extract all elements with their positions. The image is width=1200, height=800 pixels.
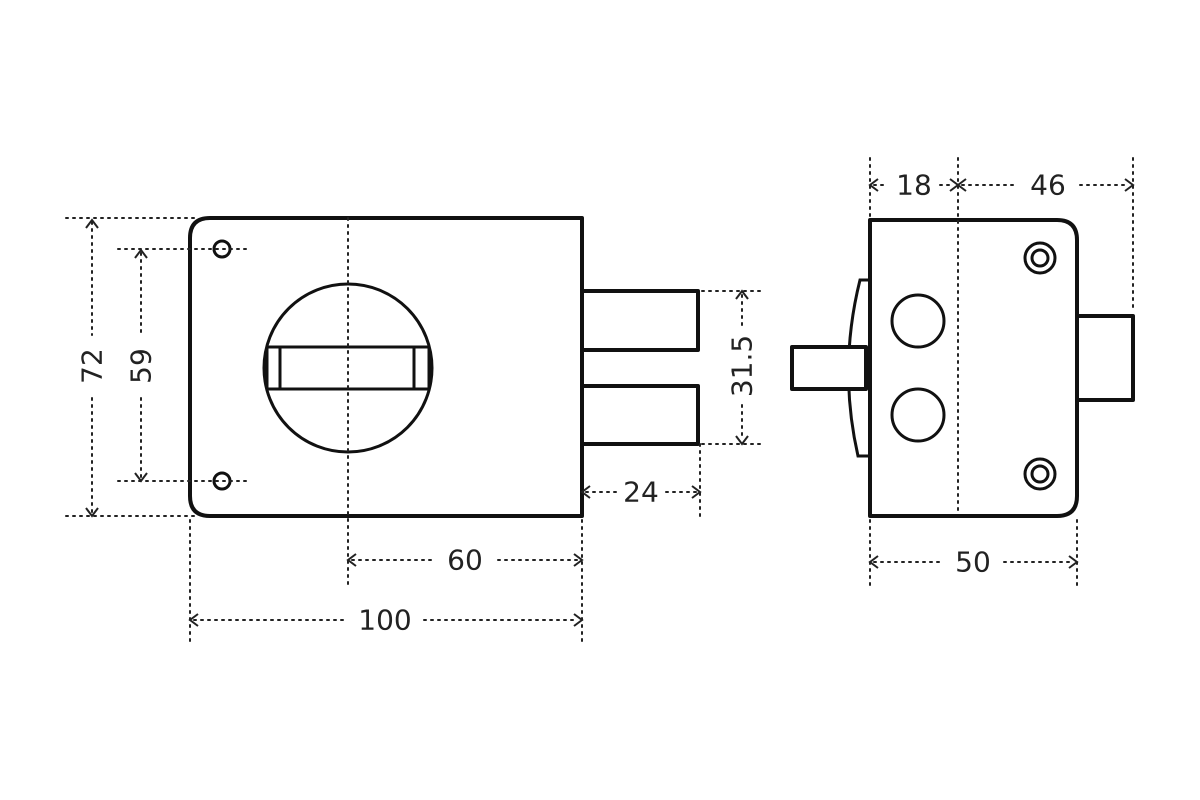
dim-arrow-100-right bbox=[573, 613, 584, 627]
side-cylinder-hole-lower bbox=[890, 387, 946, 443]
dim-arrow-60-right bbox=[573, 553, 584, 567]
bolt-lower bbox=[580, 384, 700, 446]
dim-arrow-59-top bbox=[134, 248, 148, 259]
lock-body-front bbox=[188, 216, 584, 518]
dim-label-72: 72 bbox=[76, 348, 109, 384]
side-screw-top-inner bbox=[1030, 248, 1050, 268]
dim-arrow-31-5-top bbox=[735, 289, 749, 300]
dim-arrow-18-left bbox=[868, 178, 879, 192]
dim-label-31-5: 31.5 bbox=[726, 335, 759, 397]
dim-arrow-72-bottom bbox=[85, 507, 99, 518]
side-screw-bottom-outer bbox=[1023, 457, 1057, 491]
dim-label-50: 50 bbox=[955, 546, 991, 579]
dim-arrow-24-left bbox=[580, 485, 591, 499]
side-screw-bottom-inner bbox=[1030, 464, 1050, 484]
dim-label-59: 59 bbox=[125, 348, 158, 384]
dim-arrow-100-left bbox=[188, 613, 199, 627]
dim-arrow-46-left bbox=[956, 178, 967, 192]
dim-label-18: 18 bbox=[896, 169, 932, 202]
dim-arrow-50-left bbox=[868, 555, 879, 569]
dim-label-46: 46 bbox=[1030, 169, 1066, 202]
bolt-upper bbox=[580, 289, 700, 352]
dim-arrow-50-right bbox=[1068, 555, 1079, 569]
side-view: 18 46 50 bbox=[790, 157, 1135, 589]
dim-arrow-59-bottom bbox=[134, 472, 148, 483]
front-view: 72 59 31.5 24 60 100 bbox=[65, 216, 763, 643]
dim-label-100: 100 bbox=[358, 604, 411, 637]
dim-arrow-46-right bbox=[1124, 178, 1135, 192]
dim-arrow-24-right bbox=[691, 485, 702, 499]
side-screw-top-outer bbox=[1023, 241, 1057, 275]
side-bolt bbox=[1075, 314, 1135, 402]
dim-arrow-31-5-bottom bbox=[735, 435, 749, 446]
dim-label-60: 60 bbox=[447, 544, 483, 577]
dim-arrow-60-left bbox=[346, 553, 357, 567]
dim-arrow-72-top bbox=[85, 218, 99, 229]
side-spindle bbox=[790, 345, 868, 391]
side-cylinder-hole-upper bbox=[890, 293, 946, 349]
dim-label-24: 24 bbox=[623, 476, 659, 509]
